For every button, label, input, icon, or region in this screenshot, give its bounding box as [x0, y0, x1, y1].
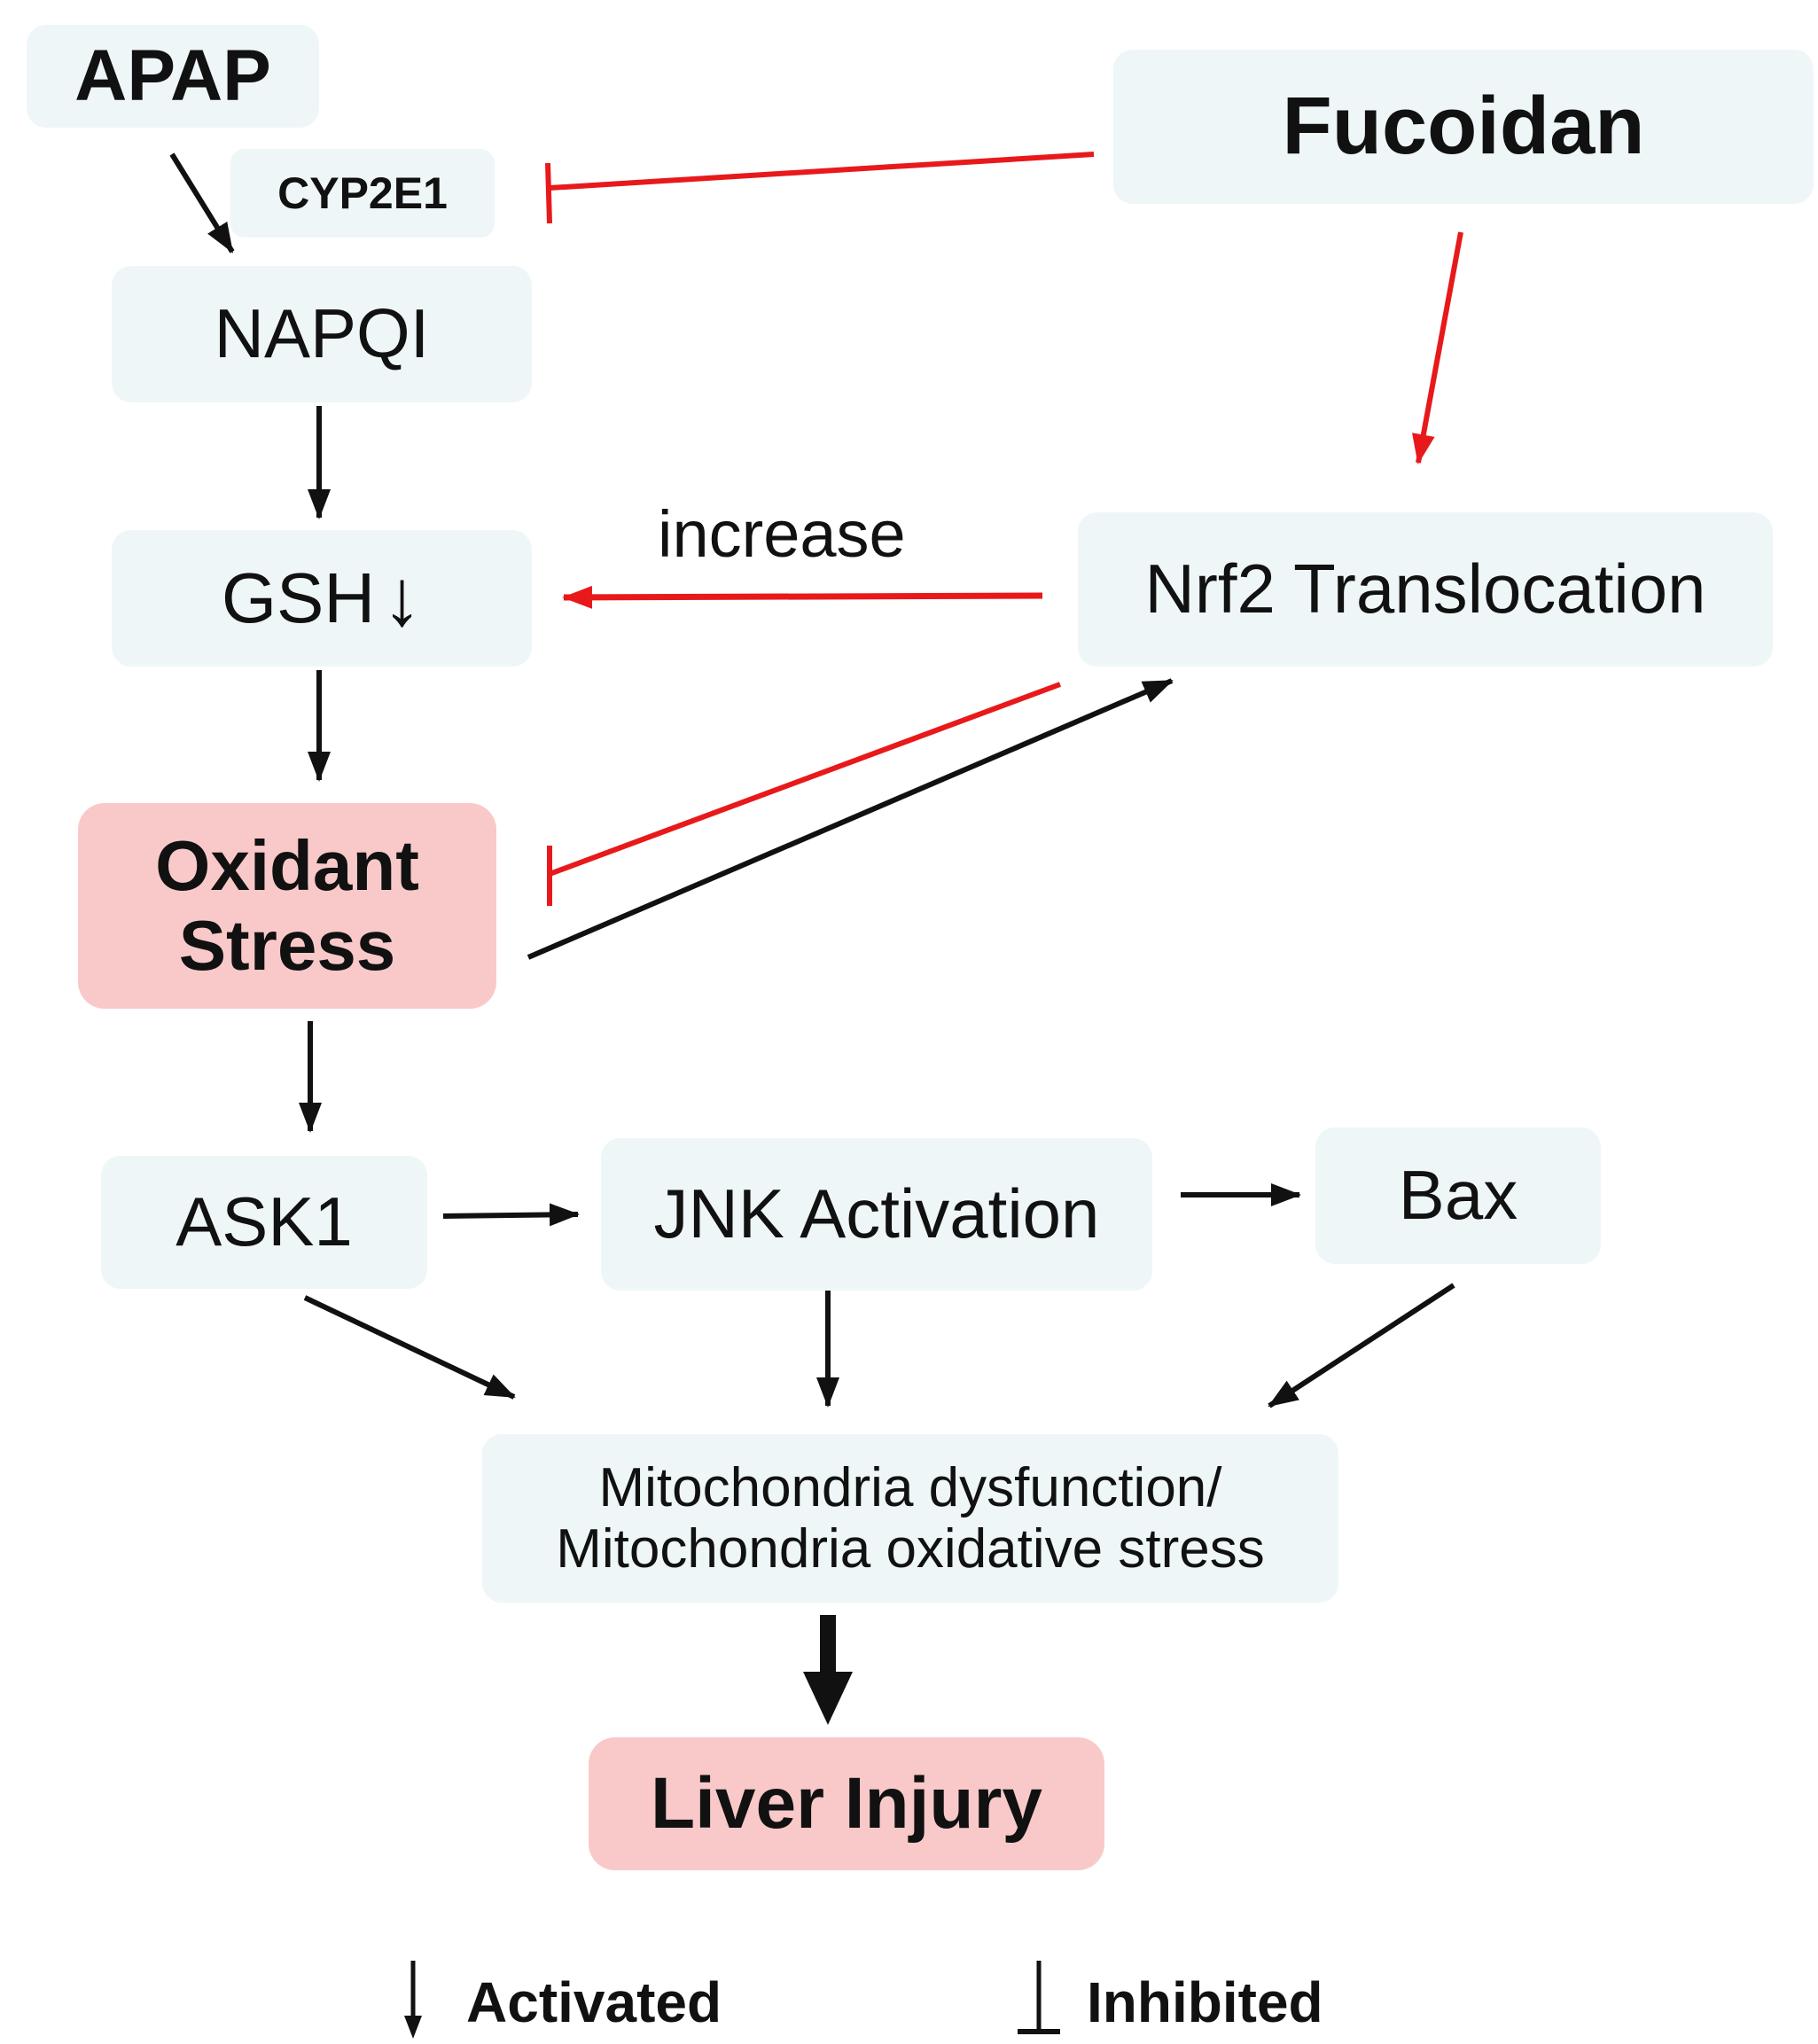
legend-inhibited-label: Inhibited — [1087, 1970, 1323, 2034]
oxidant-to-nrf2-arrow — [527, 678, 1174, 960]
fucoidan-node: Fucoidan — [1113, 50, 1814, 204]
nrf2-label: Nrf2 Translocation — [1144, 550, 1706, 628]
nrf2-inhibits-oxidant-line — [548, 682, 1062, 877]
fucoidan-label: Fucoidan — [1282, 81, 1645, 172]
gsh-label: GSH — [221, 558, 376, 638]
decrease-arrow-icon: ↓ — [382, 553, 423, 643]
ask1-to-mito-arrow — [303, 1295, 516, 1400]
napqi-label: NAPQI — [214, 294, 430, 373]
cyp2e1-label: CYP2E1 — [277, 168, 448, 218]
fucoidan-inhibits-cyp2e1-line — [549, 152, 1095, 191]
ask1-node: ASK1 — [101, 1156, 427, 1289]
increase-label: increase — [658, 497, 906, 571]
ask1-to-jnk-arrow — [442, 1203, 580, 1227]
oxidant-stress-line1: Oxidant — [155, 826, 419, 906]
legend-inhibited-bar-icon — [1018, 1961, 1060, 2034]
liver-injury-label: Liver Injury — [650, 1763, 1043, 1845]
nrf2-to-gsh-arrow — [562, 585, 1043, 609]
apap-label: APAP — [74, 35, 271, 117]
bax-node: Bax — [1315, 1127, 1601, 1264]
jnk-label: JNK Activation — [653, 1174, 1100, 1253]
mito-line1: Mitochondria dysfunction/ — [598, 1456, 1222, 1518]
gsh-node: GSH ↓ — [112, 530, 532, 667]
mitochondria-node: Mitochondria dysfunction/ Mitochondria o… — [482, 1434, 1338, 1603]
bax-label: Bax — [1398, 1156, 1518, 1235]
liver-injury-node: Liver Injury — [589, 1737, 1104, 1870]
ask1-label: ASK1 — [176, 1182, 353, 1261]
oxidant-stress-node: Oxidant Stress — [78, 803, 496, 1009]
bax-to-mito-arrow — [1268, 1283, 1455, 1408]
nrf2-translocation-node: Nrf2 Translocation — [1078, 512, 1773, 667]
cyp2e1-inhibition-bar — [545, 162, 552, 224]
apap-to-napqi-arrow — [169, 152, 235, 254]
mito-to-liver-arrowhead — [803, 1672, 853, 1725]
jnk-activation-node: JNK Activation — [601, 1138, 1152, 1291]
apap-node: APAP — [27, 25, 319, 128]
fucoidan-to-nrf2-arrow — [1412, 231, 1463, 464]
cyp2e1-node: CYP2E1 — [230, 149, 495, 238]
legend-activated-arrow-icon — [404, 1961, 422, 2039]
mito-line2: Mitochondria oxidative stress — [556, 1518, 1265, 1580]
legend-activated-label: Activated — [466, 1970, 722, 2034]
napqi-node: NAPQI — [112, 266, 532, 402]
oxidant-stress-line2: Stress — [178, 906, 396, 985]
